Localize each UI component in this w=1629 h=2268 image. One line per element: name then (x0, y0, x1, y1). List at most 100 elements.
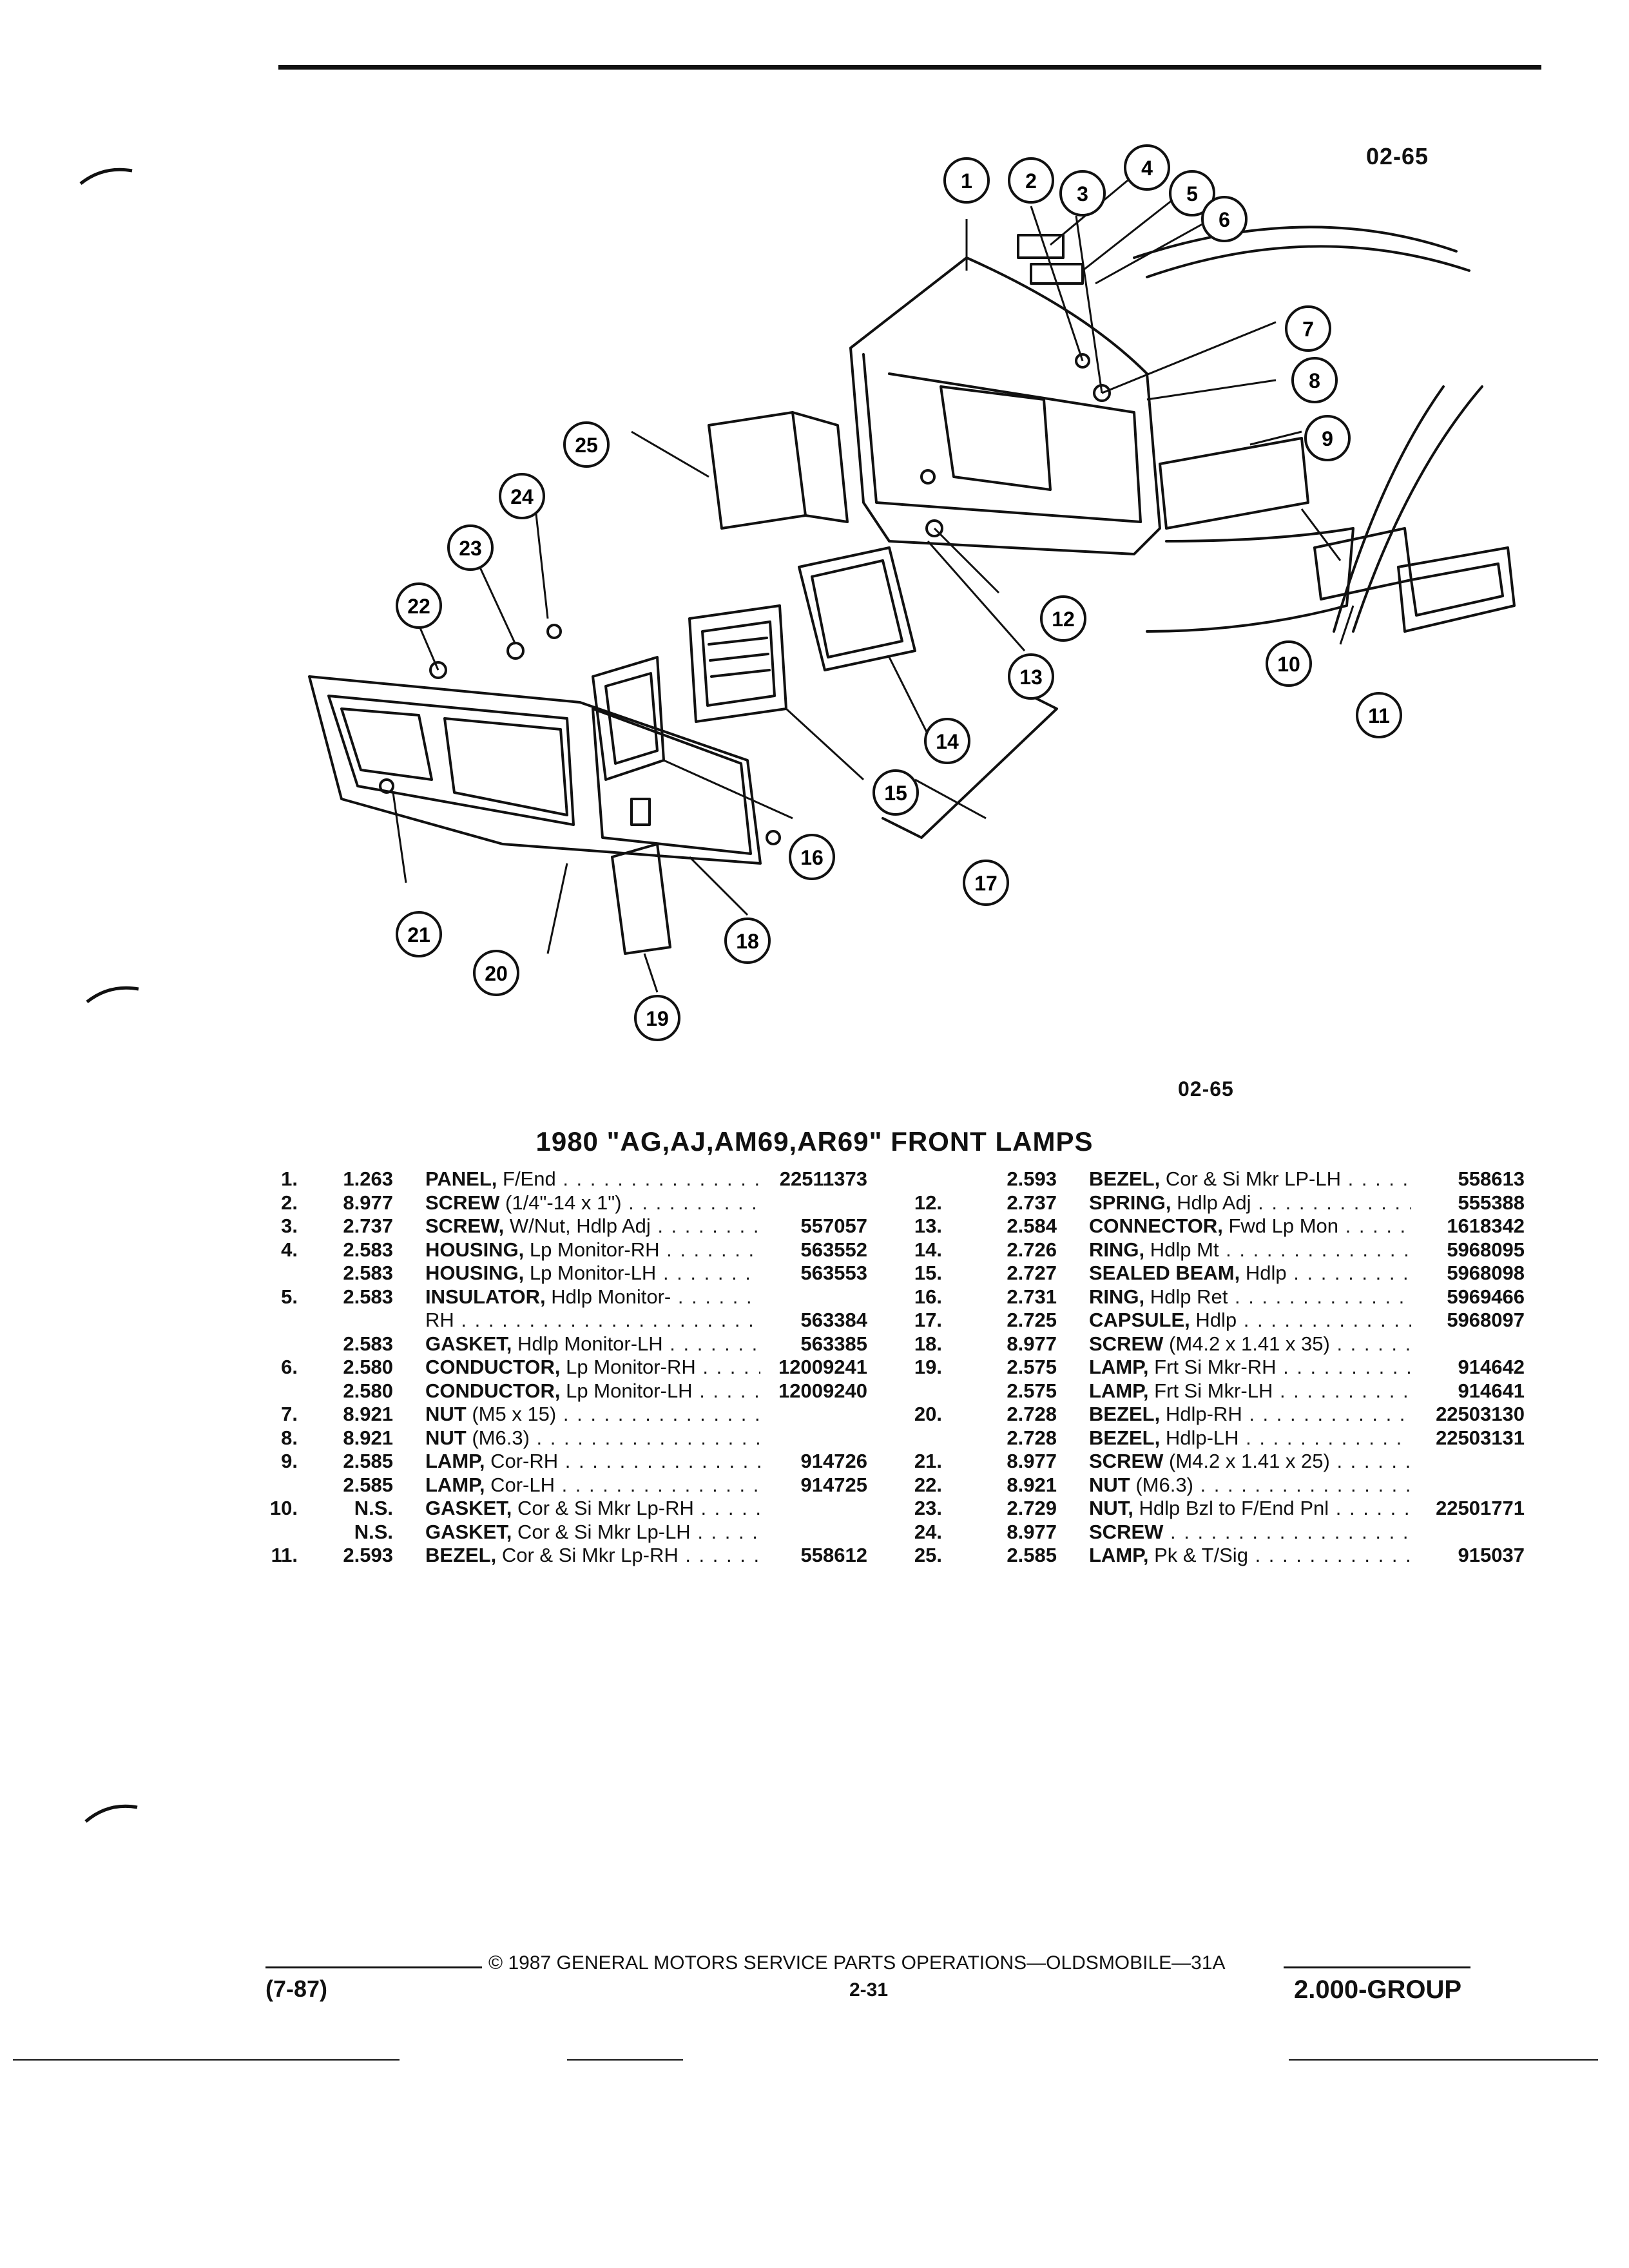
parts-row: N.S.GASKET, Cor & Si Mkr Lp-LH . . . . .… (258, 1521, 870, 1544)
sealed-beam (701, 620, 776, 707)
leader-dots: . . . . . . . . . . . . . . . . . . . . … (1283, 1356, 1411, 1378)
part-description: SPRING, Hdlp Adj . . . . . . . . . . . .… (1089, 1191, 1411, 1215)
group-number: N.S. (354, 1497, 393, 1519)
headlamp-bezel (592, 707, 752, 855)
part-name: GASKET, (425, 1520, 512, 1543)
part-description: LAMP, Cor-RH . . . . . . . . . . . . . .… (425, 1450, 760, 1474)
part-name: LAMP, (425, 1473, 485, 1496)
svg-text:16: 16 (800, 846, 824, 869)
part-name: SCREW (425, 1191, 500, 1214)
group-number: 2.593 (343, 1544, 393, 1566)
part-detail: Hdlp Monitor- (545, 1285, 671, 1308)
part-name: BEZEL, (1089, 1403, 1161, 1425)
item-number: 5. (281, 1285, 298, 1308)
bottom-rule (13, 2059, 400, 2061)
leader-dots: . . . . . . . . . . . . . . . . . . . . … (536, 1426, 760, 1449)
svg-text:23: 23 (459, 537, 482, 560)
svg-text:13: 13 (1019, 666, 1043, 689)
part-number: 22511373 (760, 1168, 867, 1191)
svg-text:25: 25 (575, 434, 598, 457)
group-number: 2.585 (1007, 1544, 1057, 1566)
leader-dots: . . . . . . . . . . . . . . . . . . . . … (1336, 1332, 1411, 1355)
group-number: 2.583 (343, 1238, 393, 1261)
callout-12: 12 (1040, 595, 1086, 642)
page-title: 1980 "AG,AJ,AM69,AR69" FRONT LAMPS (535, 1126, 1094, 1157)
item-number: 14. (914, 1238, 942, 1261)
front-end-panel (862, 353, 1142, 523)
item-number: 13. (914, 1215, 942, 1237)
part-description: HOUSING, Lp Monitor-RH . . . . . . . . .… (425, 1238, 760, 1262)
part-name: SCREW, (425, 1215, 505, 1237)
leader-dots: . . . . . . . . . . . . . . . . . . . . … (677, 1285, 760, 1308)
leader-dots: . . . . . . . . . . . . . . . . . . . . … (1345, 1215, 1411, 1237)
callout-7: 7 (1285, 305, 1331, 352)
part-description: HOUSING, Lp Monitor-LH . . . . . . . . .… (425, 1262, 760, 1285)
mounting-ring (811, 559, 903, 658)
svg-text:10: 10 (1277, 653, 1300, 676)
part-detail: Hdlp Adj (1171, 1191, 1251, 1214)
item-number: 1. (281, 1168, 298, 1190)
leader-dots: . . . . . . . . . . . . . . . . . . . . … (1336, 1450, 1411, 1472)
headlamp-bezel (308, 675, 762, 865)
part-detail: Frt Si Mkr-LH (1148, 1379, 1273, 1402)
page-number: 2-31 (849, 1979, 889, 2001)
svg-text:1: 1 (961, 169, 972, 193)
part-description: LAMP, Frt Si Mkr-LH . . . . . . . . . . … (1089, 1379, 1411, 1403)
part-name: HOUSING, (425, 1238, 525, 1261)
leader-dots: . . . . . . . . . . . . . . . . . . . . … (1335, 1497, 1411, 1519)
svg-text:18: 18 (736, 930, 759, 953)
leader-dots: . . . . . . . . . . . . . . . . . . . . … (700, 1497, 760, 1519)
group-number: 2.726 (1007, 1238, 1057, 1261)
part-number: 12009240 (760, 1379, 867, 1403)
exploded-diagram: 1 2 3 4 5 6 7 8 9 10 11 12 13 14 15 16 1… (308, 144, 1516, 1041)
part-detail: Hdlp-RH (1160, 1403, 1242, 1425)
side-marker-lamp (611, 843, 671, 955)
part-detail: Cor-RH (485, 1450, 559, 1472)
copyright-notice: © 1987 GENERAL MOTORS SERVICE PARTS OPER… (488, 1952, 1226, 1974)
item-number: 15. (914, 1262, 942, 1284)
group-number: 8.921 (1007, 1473, 1057, 1496)
part-number: 914726 (760, 1450, 867, 1474)
part-detail: Cor & Si Mkr Lp-RH (512, 1497, 694, 1519)
front-end-panel (849, 256, 1161, 555)
part-description: LAMP, Pk & T/Sig . . . . . . . . . . . .… (1089, 1544, 1411, 1568)
svg-text:5: 5 (1186, 182, 1198, 206)
fender-outline (1333, 385, 1445, 633)
retaining-ring (604, 672, 659, 765)
callout-3: 3 (1059, 170, 1106, 216)
leader-dots: . . . . . . . . . . . . . . . . . . . . … (564, 1450, 760, 1472)
part-number: 558612 (760, 1544, 867, 1568)
callout-5: 5 (1169, 170, 1215, 216)
leader-dots: . . . . . . . . . . . . . . . . . . . . … (1255, 1544, 1411, 1566)
part-detail: Lp Monitor-LH (524, 1262, 657, 1284)
item-number: 22. (914, 1473, 942, 1496)
part-number: 22503130 (1411, 1403, 1525, 1427)
part-number: 5968095 (1411, 1238, 1525, 1262)
group-number: 8.977 (1007, 1332, 1057, 1355)
leader-dots: . . . . . . . . . . . . . . . . . . . . … (563, 1168, 760, 1190)
fender-outline (1133, 226, 1458, 259)
park-lamp (791, 411, 849, 523)
parts-row: 10.N.S.GASKET, Cor & Si Mkr Lp-RH . . . … (258, 1497, 870, 1521)
item-number: 12. (914, 1191, 942, 1214)
binder-mark (79, 168, 133, 185)
svg-text:22: 22 (407, 595, 430, 618)
footer-rule-left (265, 1966, 482, 1968)
part-description: GASKET, Cor & Si Mkr Lp-LH . . . . . . .… (425, 1521, 760, 1544)
part-name: NUT (425, 1426, 467, 1449)
leader-dots: . . . . . . . . . . . . . . . . . . . . … (1200, 1473, 1411, 1496)
